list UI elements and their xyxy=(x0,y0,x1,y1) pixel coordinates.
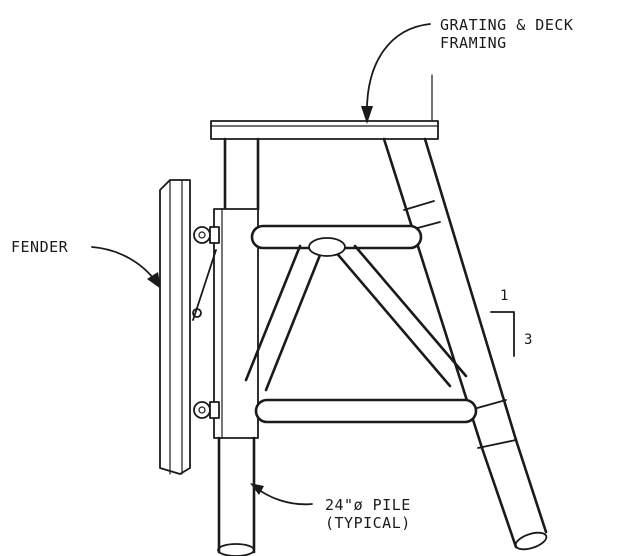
slope-indicator xyxy=(490,311,515,357)
diagonal-braces xyxy=(244,237,468,392)
grating-arrowhead xyxy=(361,106,373,124)
pile-label-line2: (TYPICAL) xyxy=(325,514,411,532)
slope-rise-label: 1 xyxy=(500,288,508,304)
vertical-pile xyxy=(213,137,260,556)
slope-run-label: 3 xyxy=(524,332,532,348)
fender-brackets xyxy=(192,226,220,419)
fender-arrowhead xyxy=(147,272,161,289)
grating-leader-arrow xyxy=(366,23,431,119)
leader-arrows xyxy=(91,23,431,506)
horizontal-braces xyxy=(250,224,478,424)
labels: GRATING & DECK FRAMING FENDER 24"ø PILE … xyxy=(11,16,573,532)
fender-label: FENDER xyxy=(11,238,69,256)
fender-board xyxy=(159,179,191,475)
pile-arrowhead xyxy=(250,483,264,495)
grating-label-line2: FRAMING xyxy=(440,34,507,52)
grating-label-line1: GRATING & DECK xyxy=(440,16,573,34)
deck-grating xyxy=(210,74,439,140)
pile-label-line1: 24"ø PILE xyxy=(325,496,411,514)
pile-leader-arrow xyxy=(253,485,313,506)
fender-leader-arrow xyxy=(91,246,158,284)
